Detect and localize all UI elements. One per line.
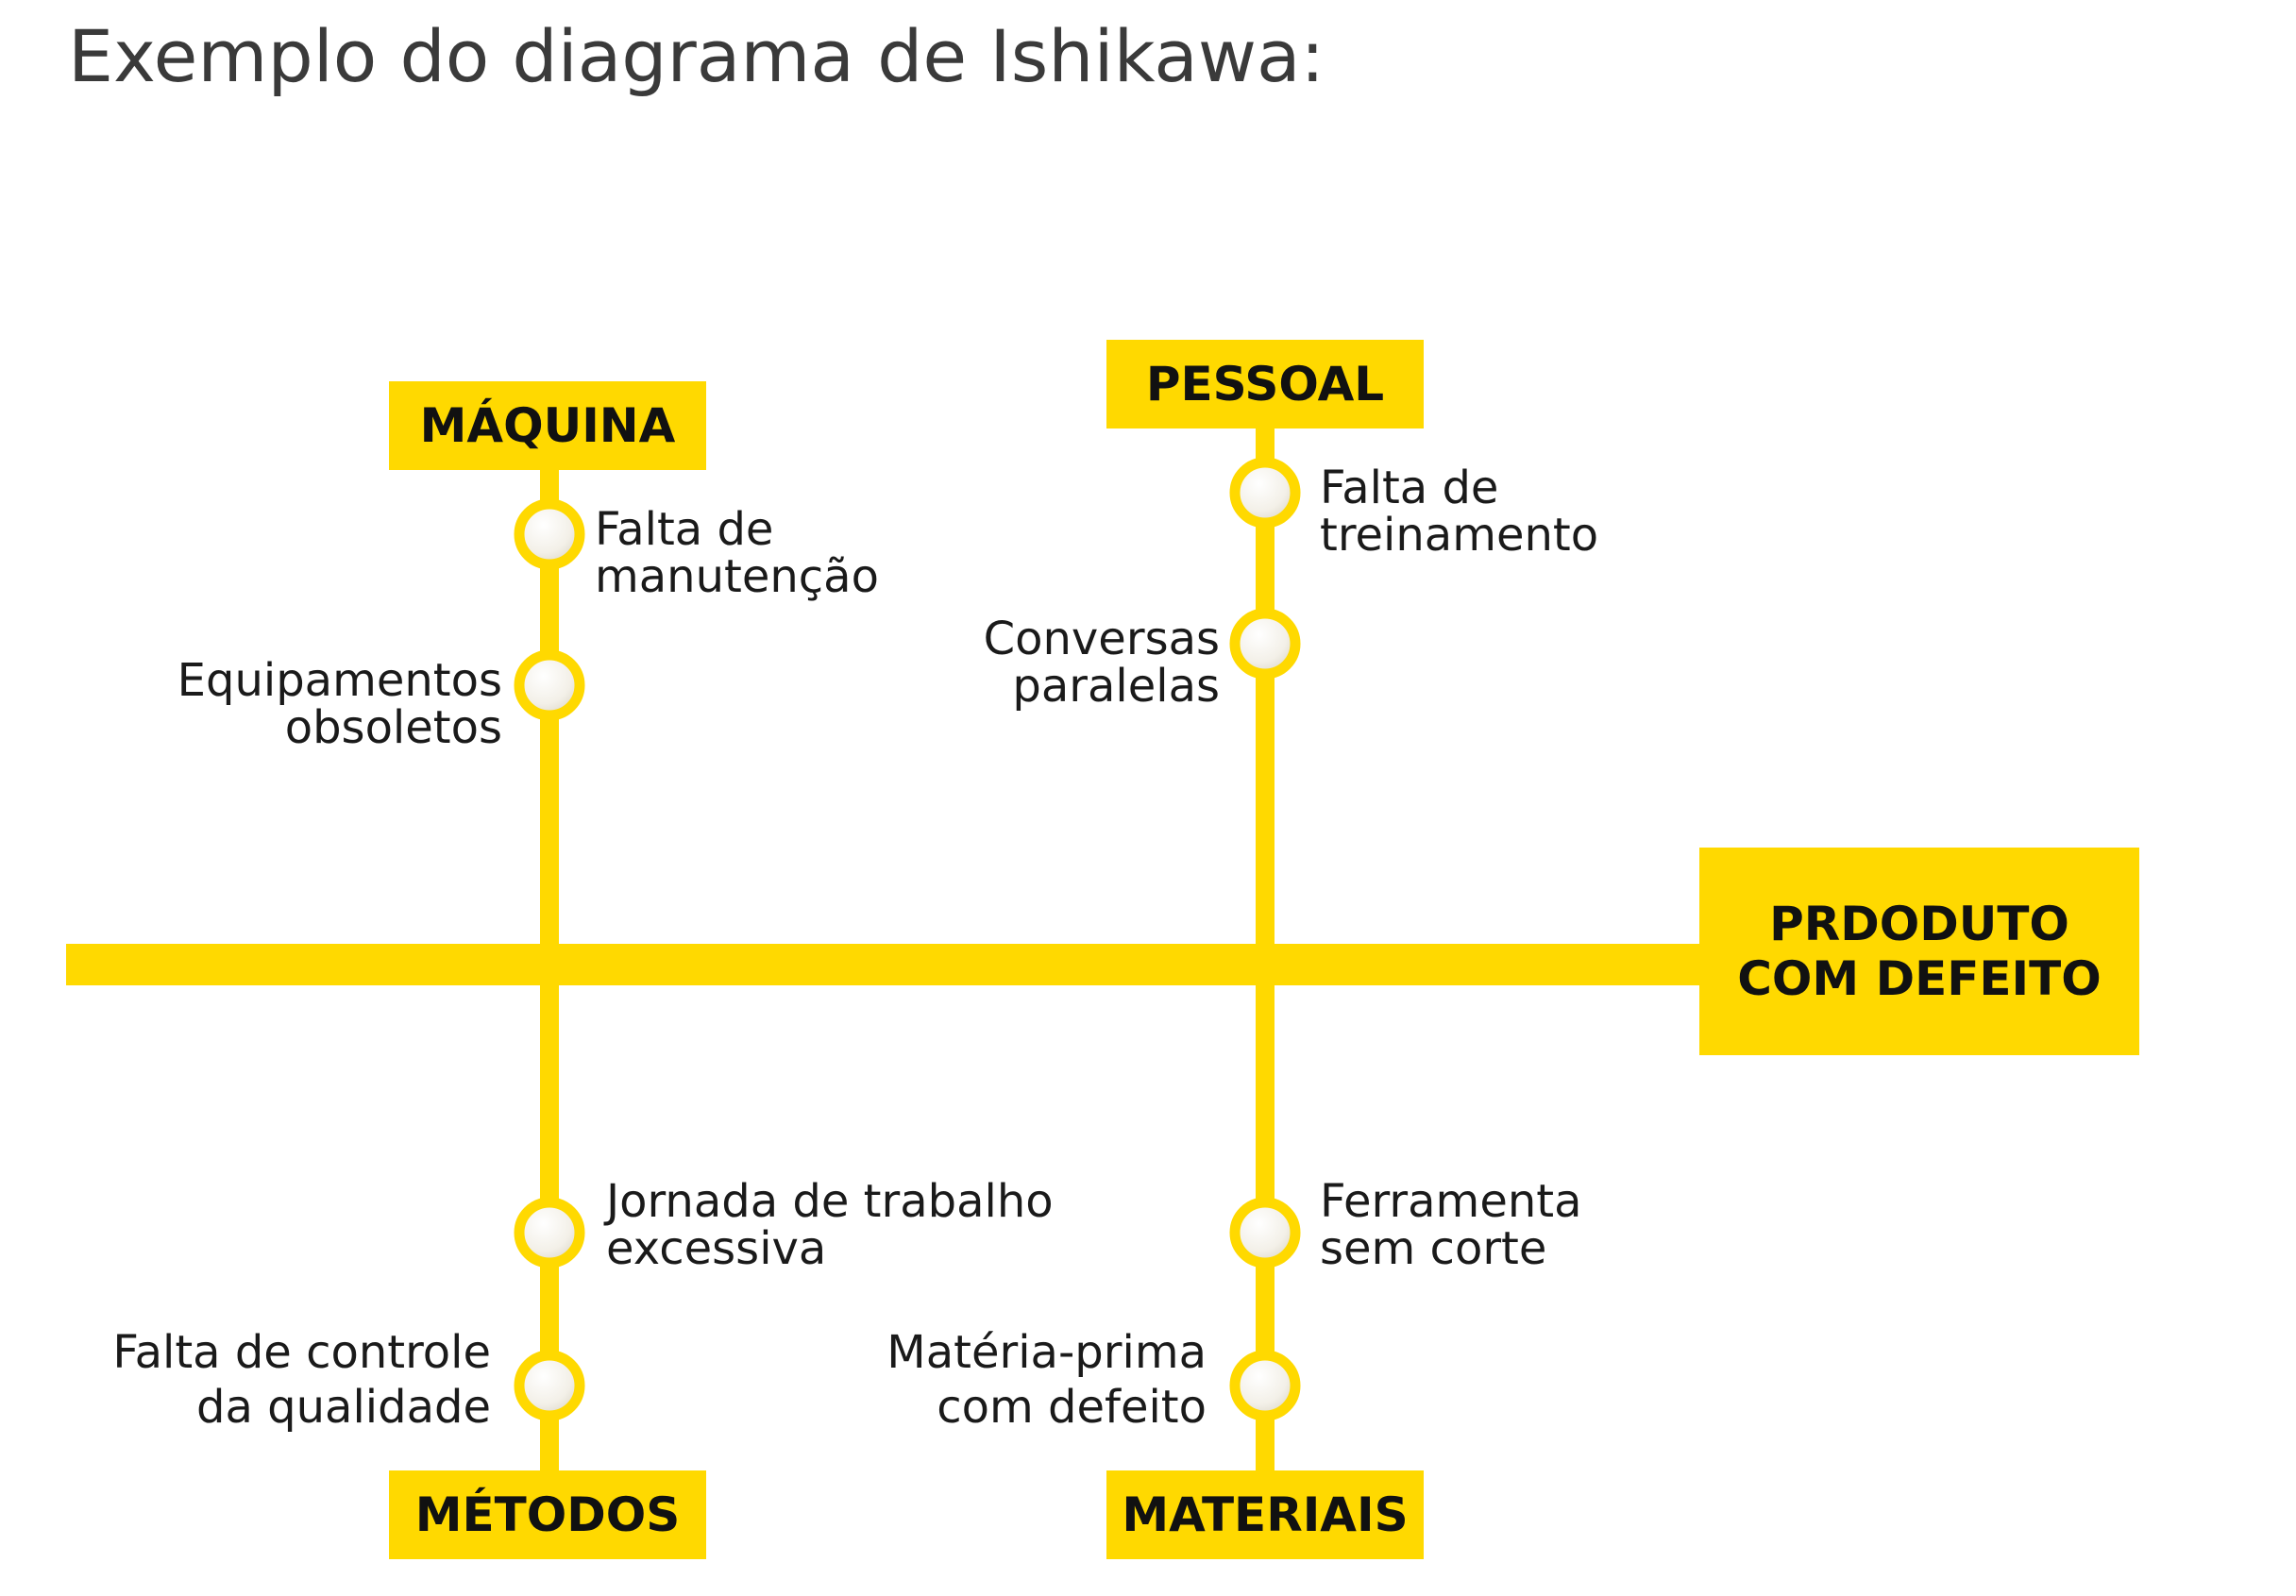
cause-node [514,498,585,570]
category-metodos: MÉTODOS [389,1470,706,1559]
cause-label-jornada-excessiva: Jornada de trabalho excessiva [606,1175,1054,1275]
cause-node [514,1350,585,1421]
cause-node [1229,1197,1301,1268]
cause-label-falta-treinamento: Falta de treinamento [1320,462,1599,562]
cause-label-equipamentos-obsoletos: Equipamentos obsoletos [177,654,502,754]
effect-line-2: COM DEFEITO [1737,951,2102,1006]
cause-node [1229,608,1301,680]
category-pessoal: PESSOAL [1106,340,1424,428]
cause-node [1229,1350,1301,1421]
cause-node [1229,457,1301,529]
cause-label-falta-manutencao: Falta de manutenção [595,503,879,603]
cause-node [514,1197,585,1268]
category-materiais: MATERIAIS [1106,1470,1424,1559]
cause-node [514,649,585,721]
effect-box: PRDODUTO COM DEFEITO [1699,848,2139,1055]
page-title: Exemplo do diagrama de Ishikawa: [68,14,1325,98]
effect-line-1: PRDODUTO [1769,896,2069,951]
category-maquina: MÁQUINA [389,381,706,470]
cause-label-falta-controle-qualidade: Falta de controle da qualidade [112,1326,491,1434]
branch-pessoal [1256,425,1275,965]
main-spine [66,944,1709,985]
cause-label-conversas-paralelas: Conversas paralelas [983,613,1220,713]
cause-label-materia-prima-defeito: Matéria-prima com defeito [886,1326,1207,1434]
cause-label-ferramenta-sem-corte: Ferramenta sem corte [1320,1175,1582,1275]
